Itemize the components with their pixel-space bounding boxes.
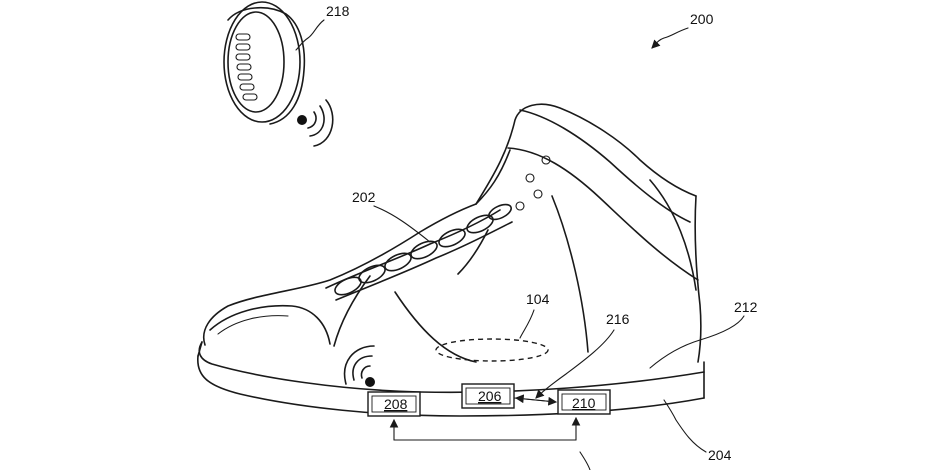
component-206: 206 — [462, 384, 514, 408]
ref-200: 200 — [652, 11, 714, 48]
sole: 212 204 — [198, 299, 758, 463]
ref-218-label: 218 — [326, 3, 350, 19]
ref-104-label: 104 — [526, 291, 550, 307]
box-208-label: 208 — [384, 396, 408, 412]
ref-204-label: 204 — [708, 447, 732, 463]
ref-200-label: 200 — [690, 11, 714, 27]
wristband-buttons — [236, 34, 257, 100]
box-210-label: 210 — [572, 395, 596, 411]
ref-202-label: 202 — [352, 189, 376, 205]
component-208: 208 — [368, 392, 420, 416]
ref-212-label: 212 — [734, 299, 758, 315]
laces: 202 — [332, 189, 513, 298]
shoe-wireless-icon — [345, 346, 375, 387]
wristband-wireless-icon — [297, 100, 333, 146]
sensor-area-104: 104 — [436, 291, 550, 361]
wristband-device: 218 — [224, 2, 350, 146]
ref-216: 216 — [536, 311, 630, 398]
box-206-label: 206 — [478, 388, 502, 404]
component-210: 210 — [558, 390, 610, 414]
ref-216-label: 216 — [606, 311, 630, 327]
